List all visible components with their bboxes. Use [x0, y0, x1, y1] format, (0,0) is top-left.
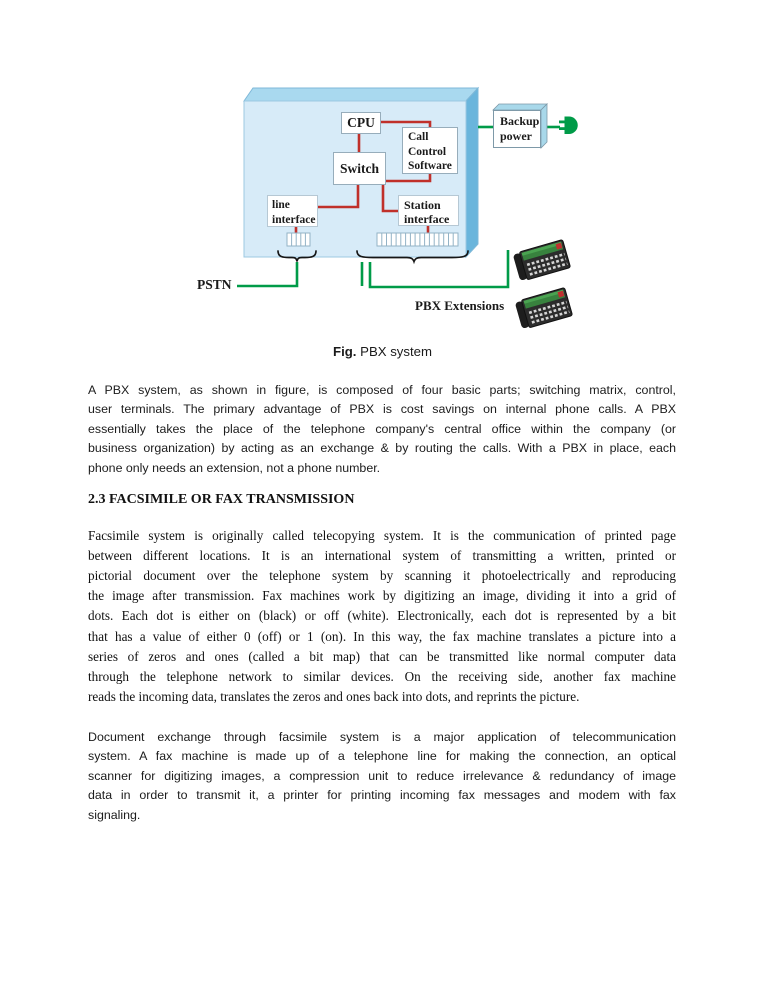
- station-interface-label-line2: interface: [404, 212, 450, 226]
- pstn-label: PSTN: [197, 277, 232, 292]
- pbx-extensions-label: PBX Extensions: [415, 298, 505, 313]
- text-line: series of zeros and ones (called a bit m…: [88, 648, 676, 664]
- connector-strip-left: [286, 232, 311, 247]
- text-line: essentially takes the place of the telep…: [88, 421, 676, 436]
- text-line: through the telephone network to similar…: [88, 668, 676, 684]
- station-interface-label-line1: Station: [404, 198, 441, 212]
- text-line: the image after transmission. Fax machin…: [88, 588, 676, 604]
- switch-label: Switch: [339, 160, 379, 176]
- text-line: Document exchange through facsimile syst…: [88, 729, 676, 744]
- document-body: A PBX system, as shown in figure, is com…: [88, 381, 676, 825]
- power-plug-icon: [559, 116, 578, 134]
- external-wires-green: [237, 125, 560, 289]
- underbrace-left: [277, 250, 317, 262]
- paragraph-pbx-description: A PBX system, as shown in figure, is com…: [88, 381, 676, 478]
- cpu-box: CPU: [341, 112, 381, 134]
- paragraph-facsimile-2: Document exchange through facsimile syst…: [88, 728, 676, 825]
- text-line: reads the incoming data, translates the …: [88, 688, 580, 704]
- call-control-label-line1: Call: [408, 131, 429, 143]
- call-control-software-box: Call Control Software: [402, 127, 458, 174]
- backup-power-label-line2: power: [500, 129, 532, 143]
- cpu-label: CPU: [347, 115, 375, 130]
- call-control-label-line3: Software: [408, 160, 452, 172]
- telephone-icon-top: [511, 238, 572, 284]
- backup-power-box: Backup power: [493, 110, 541, 148]
- line-interface-box: line interface: [267, 195, 318, 227]
- text-line: system. A fax machine is made up of a te…: [88, 749, 676, 764]
- text-line: user terminals. The primary advantage of…: [88, 402, 676, 417]
- paragraph-facsimile-1: Facsimile system is originally called te…: [88, 526, 676, 707]
- connector-strip-right: [376, 232, 459, 247]
- station-interface-box: Station interface: [398, 195, 459, 226]
- figure-caption: Fig. PBX system: [0, 344, 765, 359]
- section-heading: 2.3 FACSIMILE OR FAX TRANSMISSION: [88, 492, 355, 508]
- call-control-label-line2: Control: [408, 145, 447, 158]
- underbrace-right: [356, 250, 469, 265]
- line-interface-label-line1: line: [272, 199, 290, 211]
- text-line: dots. Each dot is either on (black) or o…: [88, 608, 676, 624]
- text-line: A PBX system, as shown in figure, is com…: [88, 383, 676, 397]
- figure-caption-text: PBX system: [356, 344, 432, 359]
- text-line: between different locations. It is an in…: [88, 548, 676, 564]
- switch-box: Switch: [333, 152, 386, 185]
- text-line: pictorial document over the telephone sy…: [88, 568, 676, 584]
- figure-caption-prefix: Fig.: [333, 344, 357, 359]
- text-line: data in order to transmit it, a printer …: [88, 788, 676, 803]
- text-line: phone only needs an extension, not a pho…: [88, 460, 381, 475]
- text-line: Facsimile system is originally called te…: [88, 528, 676, 544]
- text-line: scanner for digitizing images, a compres…: [88, 768, 676, 783]
- telephone-icon-bottom: [513, 286, 574, 332]
- text-line: signaling.: [88, 807, 141, 822]
- text-line: business organization) by acting as an e…: [88, 441, 676, 456]
- internal-wires-red: [294, 120, 432, 233]
- line-interface-label-line2: interface: [272, 213, 316, 226]
- text-line: that has a value of either 0 (off) or 1 …: [88, 628, 676, 644]
- backup-power-label-line1: Backup: [500, 114, 540, 128]
